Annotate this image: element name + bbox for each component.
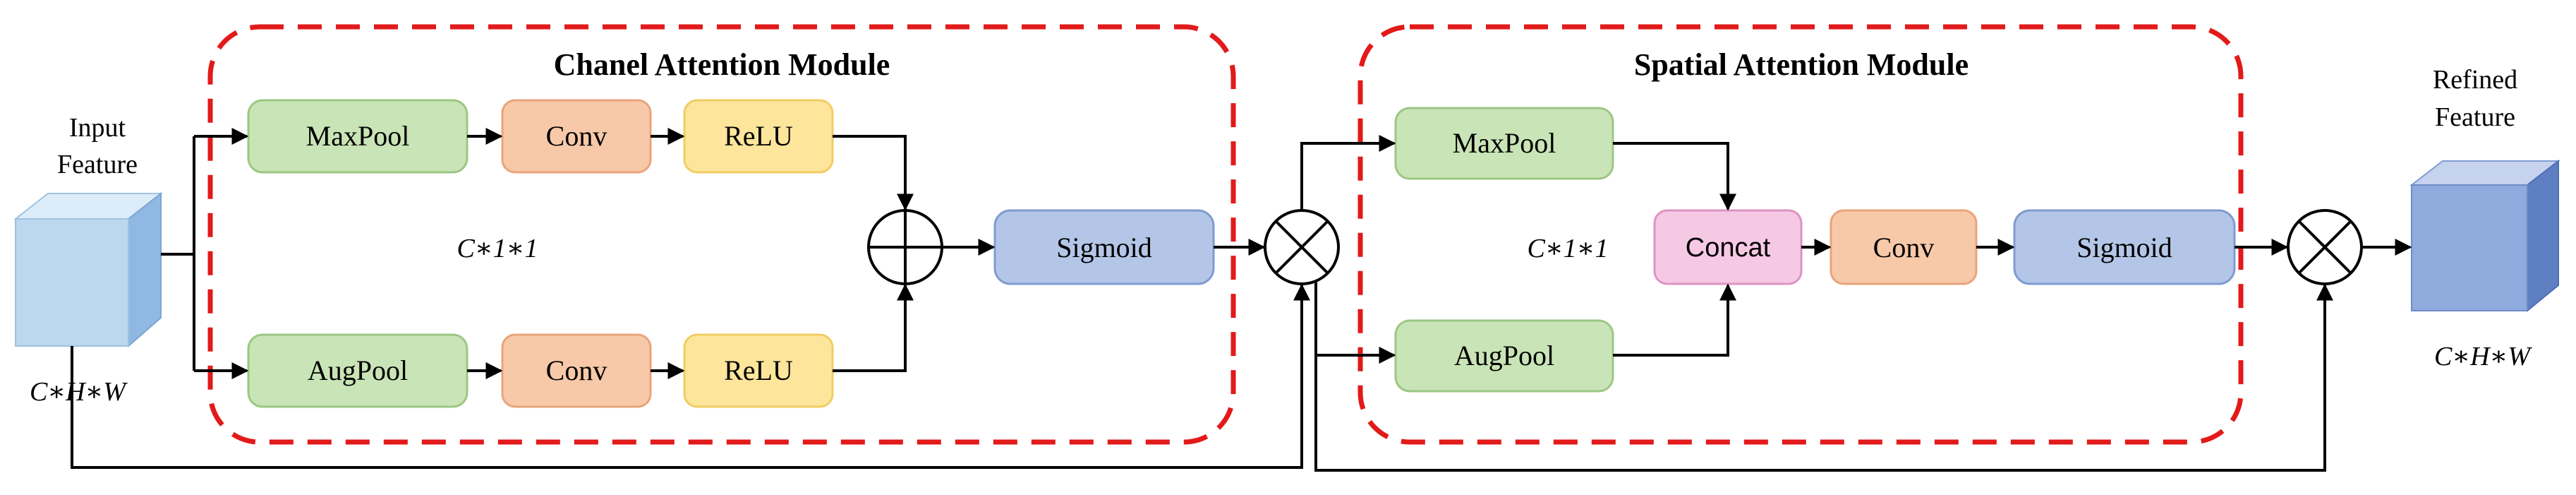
channel-conv-top-box: Conv xyxy=(501,99,652,174)
spatial-dims-label: C∗1∗1 xyxy=(1527,234,1608,263)
channel-relu-top-box: ReLU xyxy=(683,99,834,174)
channel-relu-bottom-box: ReLU xyxy=(683,333,834,408)
channel-dims-label: C∗1∗1 xyxy=(456,234,538,263)
svg-text:Conv: Conv xyxy=(546,354,607,386)
channel-maxpool-box: MaxPool xyxy=(247,99,468,174)
svg-text:MaxPool: MaxPool xyxy=(1453,127,1556,159)
spatial-attention-title: Spatial Attention Module xyxy=(1634,47,1969,82)
multiply-operator-2-icon xyxy=(2287,209,2363,285)
channel-augpool-box: AugPool xyxy=(247,333,468,408)
svg-text:MaxPool: MaxPool xyxy=(306,120,410,152)
refined-feature-label: Refined xyxy=(2433,65,2517,95)
svg-text:AugPool: AugPool xyxy=(1454,340,1554,371)
spatial-augpool-box: AugPool xyxy=(1394,319,1614,393)
svg-text:Conv: Conv xyxy=(546,120,607,152)
refined-feature-label-2: Feature xyxy=(2435,102,2515,132)
spatial-attention-module-border xyxy=(1357,24,2244,445)
input-dims-label: C∗H∗W xyxy=(30,377,128,407)
channel-sigmoid-box: Sigmoid xyxy=(993,209,1215,285)
svg-text:ReLU: ReLU xyxy=(724,354,793,386)
add-operator-icon xyxy=(867,209,943,285)
svg-text:AugPool: AugPool xyxy=(308,354,408,386)
multiply-operator-icon xyxy=(1264,209,1340,285)
input-feature-cube xyxy=(13,191,163,348)
svg-text:Conv: Conv xyxy=(1873,232,1935,263)
connector-lines xyxy=(71,128,2412,472)
svg-text:ReLU: ReLU xyxy=(724,120,793,152)
spatial-concat-box: Concat xyxy=(1653,209,1803,285)
svg-text:Concat: Concat xyxy=(1686,233,1771,263)
spatial-conv-box: Conv xyxy=(1830,209,1978,285)
channel-conv-bottom-box: Conv xyxy=(501,333,652,408)
svg-text:Sigmoid: Sigmoid xyxy=(1056,232,1152,263)
channel-attention-module-border xyxy=(207,24,1236,445)
output-dims-label: C∗H∗W xyxy=(2434,342,2532,371)
refined-feature-cube xyxy=(2409,159,2560,313)
spatial-maxpool-box: MaxPool xyxy=(1394,107,1614,180)
svg-text:Sigmoid: Sigmoid xyxy=(2076,232,2172,263)
channel-attention-title: Chanel Attention Module xyxy=(554,47,890,82)
input-feature-label-2: Feature xyxy=(57,150,138,179)
spatial-sigmoid-box: Sigmoid xyxy=(2013,209,2236,285)
input-feature-label: Input xyxy=(69,113,126,143)
